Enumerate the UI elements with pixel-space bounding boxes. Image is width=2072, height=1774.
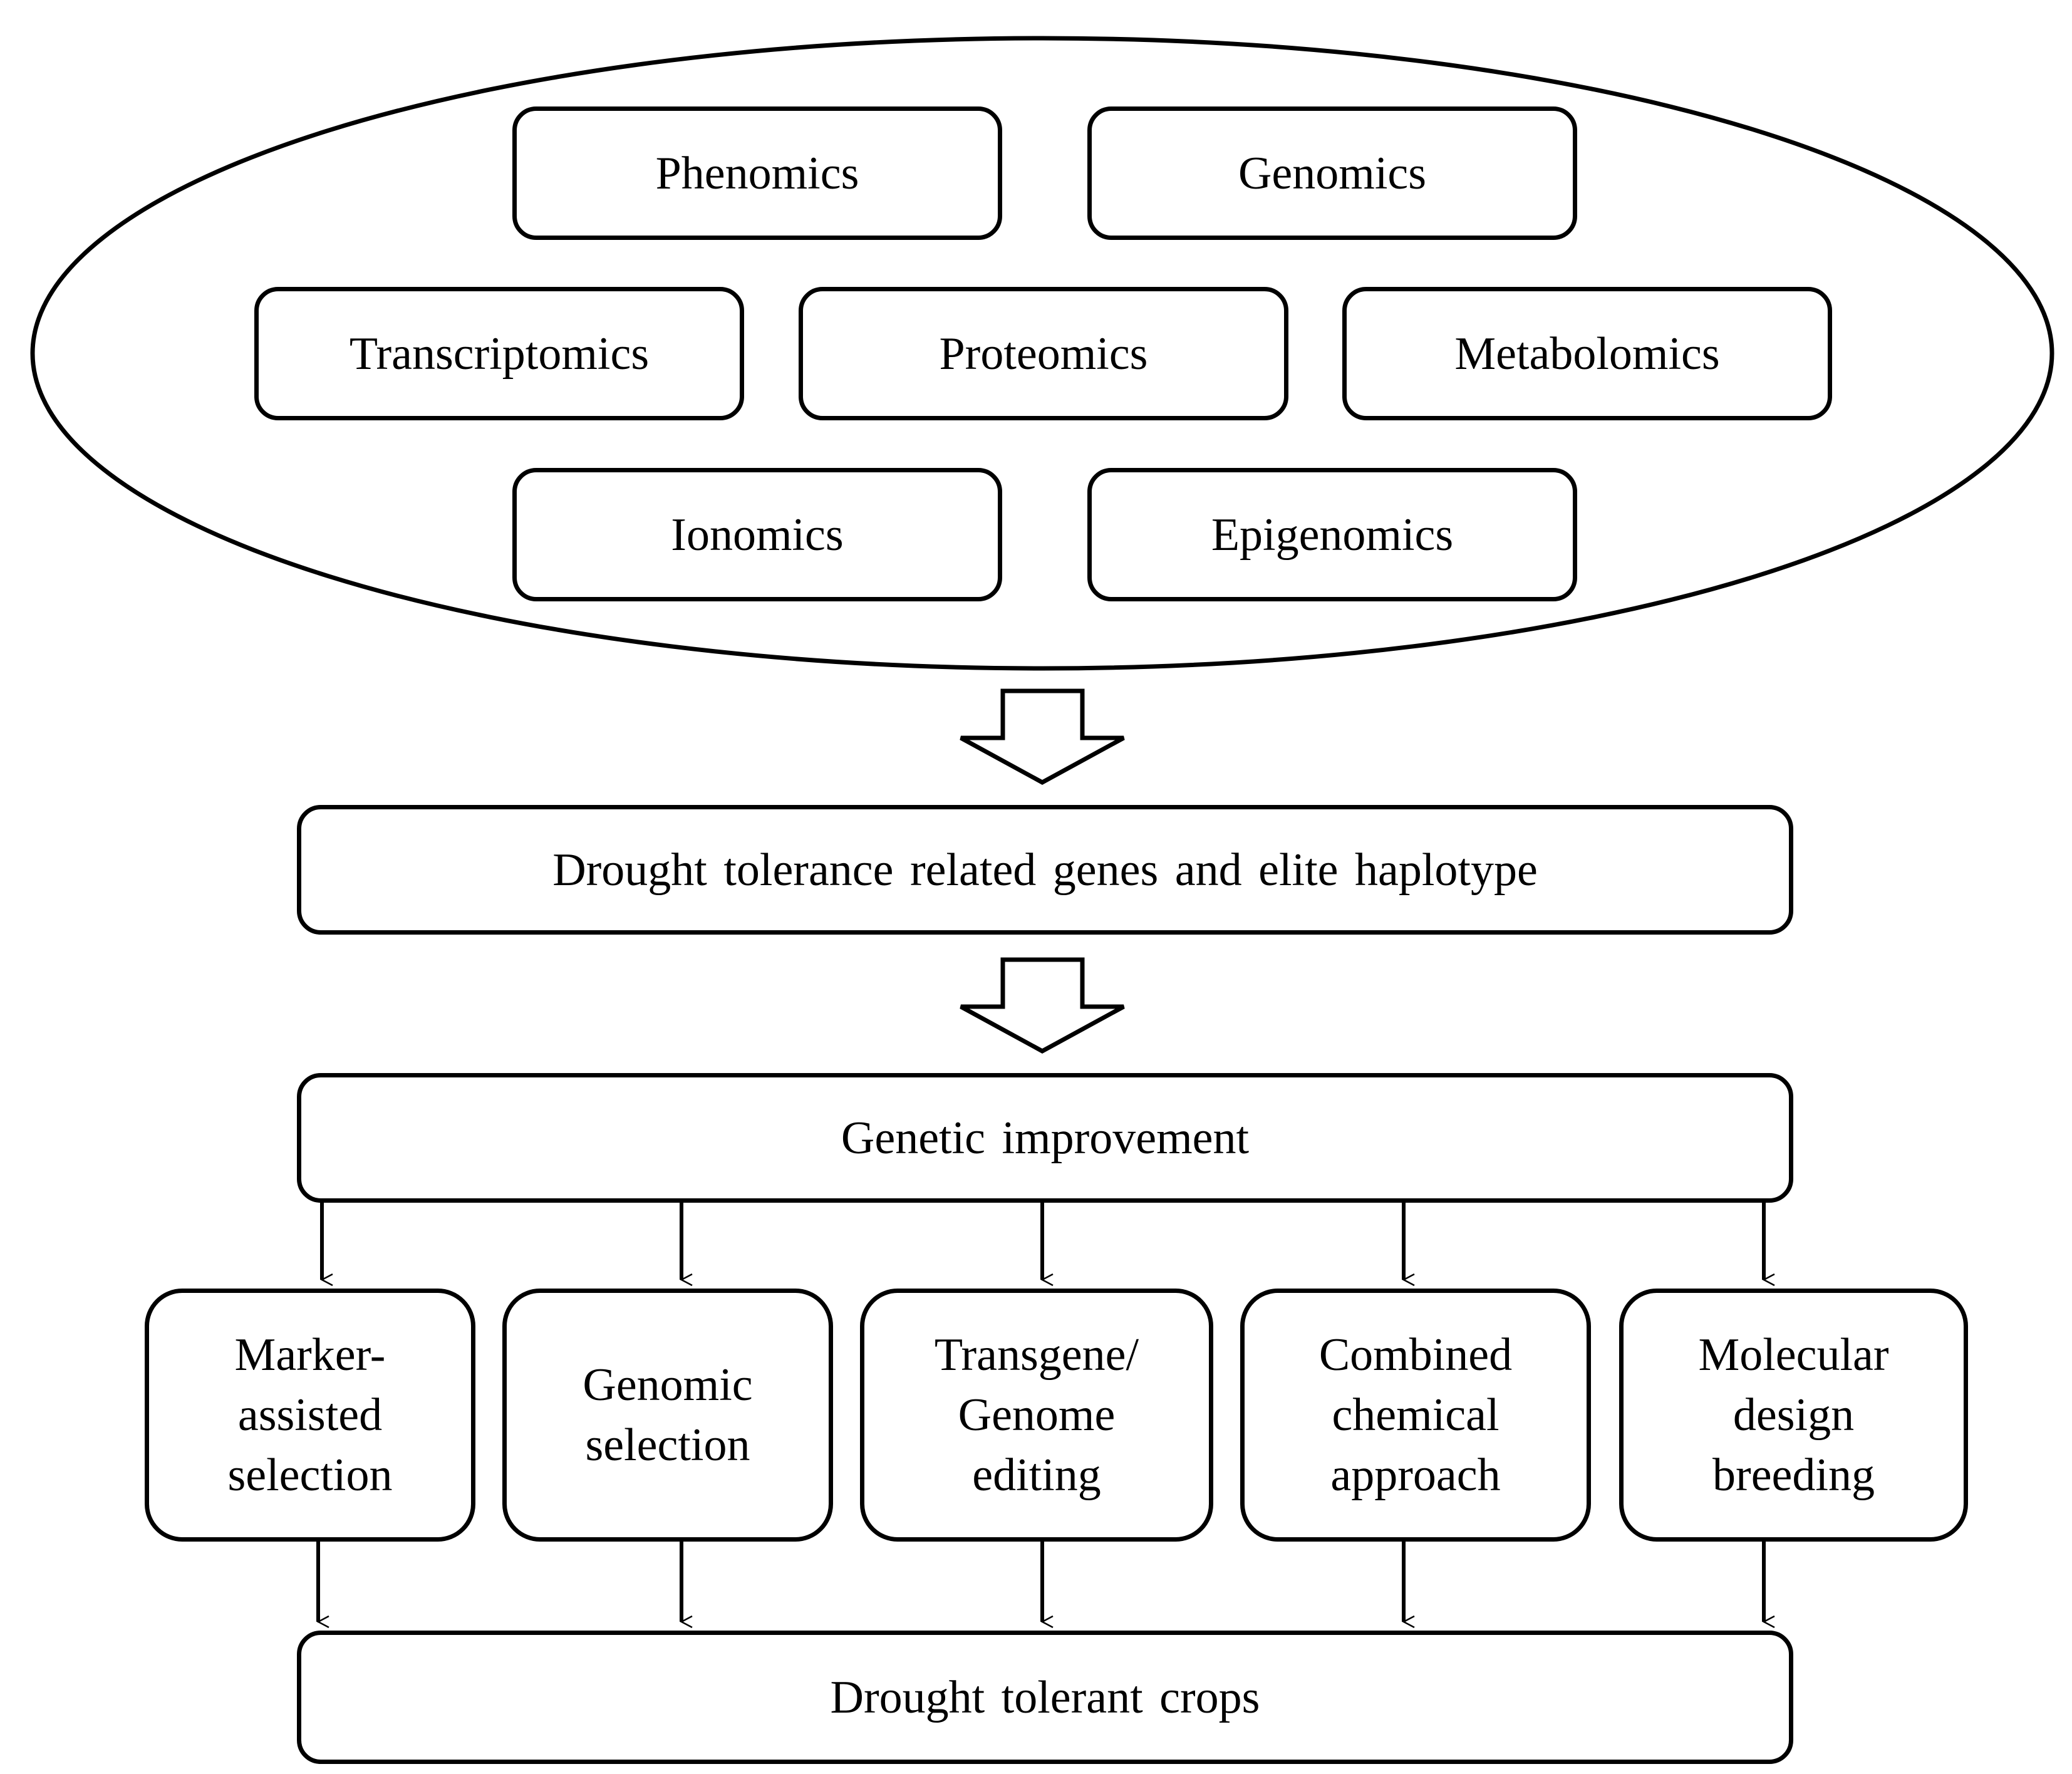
genetic-improvement-label: Genetic improvement bbox=[841, 1112, 1250, 1164]
method-box-transgene-editing: Transgene/ Genome editing bbox=[860, 1289, 1213, 1542]
omics-box-metabolomics: Metabolomics bbox=[1342, 287, 1832, 420]
omics-label-transcriptomics: Transcriptomics bbox=[349, 328, 650, 380]
omics-label-genomics: Genomics bbox=[1238, 147, 1427, 199]
method-label-genomic-selection: Genomic selection bbox=[583, 1359, 753, 1471]
method-box-marker-assisted: Marker- assisted selection bbox=[145, 1289, 475, 1542]
omics-box-proteomics: Proteomics bbox=[799, 287, 1288, 420]
omics-box-epigenomics: Epigenomics bbox=[1087, 468, 1577, 601]
method-box-combined-chemical: Combined chemical approach bbox=[1240, 1289, 1591, 1542]
omics-box-ionomics: Ionomics bbox=[512, 468, 1002, 601]
method-box-molecular-design: Molecular design breeding bbox=[1619, 1289, 1968, 1542]
omics-label-metabolomics: Metabolomics bbox=[1454, 328, 1720, 380]
method-label-transgene-editing: Transgene/ Genome editing bbox=[934, 1329, 1139, 1501]
drought-tolerant-crops-label: Drought tolerant crops bbox=[830, 1671, 1260, 1723]
omics-label-ionomics: Ionomics bbox=[671, 509, 844, 561]
omics-box-transcriptomics: Transcriptomics bbox=[254, 287, 744, 420]
hollow-arrow-to-improvement bbox=[960, 957, 1125, 1054]
genetic-improvement-box: Genetic improvement bbox=[297, 1073, 1793, 1203]
omics-box-phenomics: Phenomics bbox=[512, 106, 1002, 240]
method-label-marker-assisted: Marker- assisted selection bbox=[227, 1329, 393, 1501]
hollow-arrow-to-genes bbox=[960, 688, 1125, 785]
omics-label-proteomics: Proteomics bbox=[939, 328, 1148, 380]
method-box-genomic-selection: Genomic selection bbox=[502, 1289, 833, 1542]
method-label-molecular-design: Molecular design breeding bbox=[1698, 1329, 1889, 1501]
omics-label-phenomics: Phenomics bbox=[655, 147, 859, 199]
genes-haplotype-label: Drought tolerance related genes and elit… bbox=[552, 844, 1538, 896]
genes-haplotype-box: Drought tolerance related genes and elit… bbox=[297, 805, 1793, 935]
method-label-combined-chemical: Combined chemical approach bbox=[1318, 1329, 1513, 1501]
omics-box-genomics: Genomics bbox=[1087, 106, 1577, 240]
drought-tolerant-crops-box: Drought tolerant crops bbox=[297, 1631, 1793, 1764]
omics-label-epigenomics: Epigenomics bbox=[1211, 509, 1454, 561]
omics-ellipse bbox=[30, 36, 2054, 671]
